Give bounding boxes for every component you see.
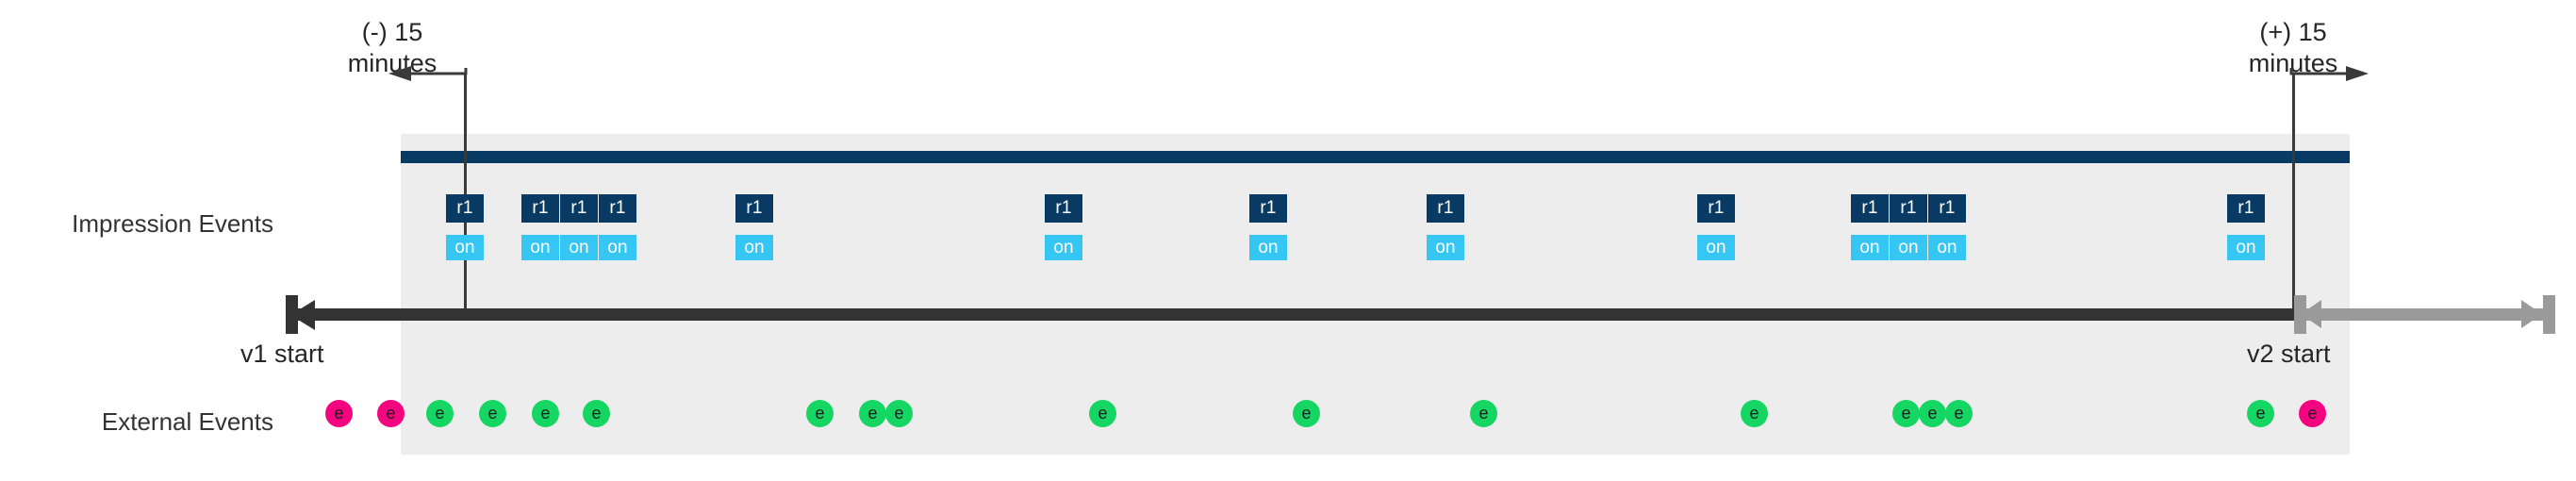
attribution-window-shade [401,134,2350,455]
impression-event-badge: r1 on [446,194,484,260]
v1-arrowhead-icon [290,300,315,330]
impression-event-badge: r1 on [1851,194,1889,260]
external-event-dot: e [1945,400,1973,427]
arrow-right-icon [2289,66,2369,81]
external-event-dot: e [1089,400,1116,427]
impression-badge-state: on [1249,235,1287,260]
external-event-dot: e [859,400,886,427]
impression-badge-request: r1 [735,194,773,223]
external-event-dot: e [2299,400,2326,427]
external-events-label: External Events [101,407,273,436]
impression-badge-state: on [1928,235,1966,260]
impression-event-badge: r1 on [1697,194,1735,260]
impression-badge-request: r1 [1427,194,1464,223]
impression-badge-state: on [1890,235,1927,260]
impression-badge-request: r1 [1851,194,1889,223]
impression-events-label: Impression Events [72,209,273,238]
impression-badge-request: r1 [560,194,598,223]
external-event-dot: e [532,400,559,427]
impression-event-badge: r1 on [1890,194,1927,260]
impression-event-badge: r1 on [735,194,773,260]
impression-badge-state: on [735,235,773,260]
arrow-left-icon [388,66,468,81]
impression-badge-request: r1 [1249,194,1287,223]
external-event-dot: e [426,400,454,427]
impression-event-badge: r1 on [1249,194,1287,260]
callout-left-line1: (-) 15 [361,18,423,46]
v1-start-label: v1 start [240,340,324,368]
external-event-dot: e [1741,400,1768,427]
external-event-dot: e [1919,400,1946,427]
impression-badge-state: on [599,235,636,260]
impression-badge-state: on [1851,235,1889,260]
impression-badge-state: on [1427,235,1464,260]
external-event-dot: e [583,400,610,427]
impression-badge-request: r1 [1697,194,1735,223]
external-event-dot: e [2247,400,2274,427]
impression-badge-state: on [1697,235,1735,260]
external-event-dot: e [325,400,353,427]
v2-timeline-bar [2294,308,2555,321]
callout-right-line1: (+) 15 [2259,18,2327,46]
impression-badge-state: on [1045,235,1082,260]
external-event-dot: e [1892,400,1920,427]
v2-start-label: v2 start [2247,340,2331,368]
impression-event-badge: r1 on [599,194,636,260]
external-event-dot: e [806,400,834,427]
callout-minus-15-minutes: (-) 15 minutes [317,17,468,79]
v2-timeline-end-cap [2543,295,2555,334]
impression-badge-request: r1 [599,194,636,223]
external-event-dot: e [1470,400,1497,427]
v1-timeline-bar [286,308,2294,321]
impression-badge-request: r1 [446,194,484,223]
impression-badge-state: on [560,235,598,260]
impression-badge-state: on [2227,235,2265,260]
external-event-dot: e [479,400,506,427]
impression-event-badge: r1 on [560,194,598,260]
impression-badge-state: on [521,235,559,260]
impression-badge-request: r1 [521,194,559,223]
impression-event-badge: r1 on [2227,194,2265,260]
v2-arrowhead-right-icon [2521,300,2542,328]
external-event-dot: e [885,400,913,427]
experiment-rail [401,151,2350,163]
impression-event-badge: r1 on [521,194,559,260]
impression-badge-request: r1 [1045,194,1082,223]
impression-badge-request: r1 [1890,194,1927,223]
impression-event-badge: r1 on [1427,194,1464,260]
external-event-dot: e [377,400,405,427]
impression-badge-request: r1 [1928,194,1966,223]
external-event-dot: e [1293,400,1320,427]
impression-event-badge: r1 on [1045,194,1082,260]
impression-event-badge: r1 on [1928,194,1966,260]
impression-badge-state: on [446,235,484,260]
v2-arrowhead-left-icon [2301,300,2321,328]
impression-badge-request: r1 [2227,194,2265,223]
window-end-guide-line [2292,74,2295,319]
